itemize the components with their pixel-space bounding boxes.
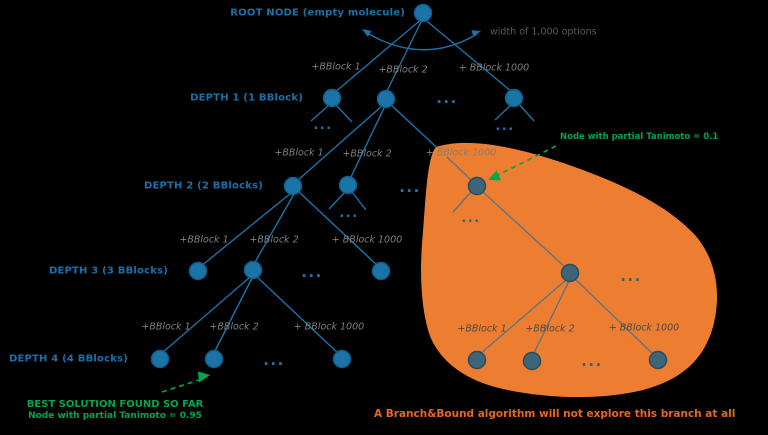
- edge-label: + BBlock 1000: [608, 322, 680, 334]
- pruning-note: A Branch&Bound algorithm will not explor…: [374, 408, 736, 420]
- tree-nodes: [150, 3, 668, 371]
- edge-label: +BBlock 2: [525, 323, 575, 335]
- tree-edge: [479, 279, 567, 355]
- tree-edges-pruned: [446, 156, 655, 356]
- ellipsis: ...: [436, 89, 458, 107]
- tree-node: [283, 176, 303, 196]
- tree-edge: [532, 280, 570, 356]
- tree-edge: [256, 276, 341, 356]
- tree-node: [376, 89, 396, 109]
- ellipsis: ...: [495, 119, 515, 134]
- edge-label: +BBlock 2: [209, 321, 259, 333]
- edge-label: +BBlock 2: [249, 234, 299, 246]
- tree-node: [338, 175, 358, 195]
- tree-node-best-solution: [204, 349, 224, 369]
- tree-node-pruned: [467, 350, 487, 370]
- green-dashed-line: [497, 145, 557, 176]
- tree-edge: [351, 191, 367, 211]
- tree-edge: [333, 17, 424, 94]
- depth-4-label: DEPTH 4 (4 BBlocks): [8, 353, 128, 365]
- ellipsis: ...: [399, 178, 421, 196]
- tree-edge: [161, 276, 251, 354]
- edge-label: +BBlock 1: [179, 234, 229, 246]
- tree-node: [504, 88, 524, 108]
- edge-label: + BBlock 1000: [425, 147, 497, 159]
- tree-edge: [518, 103, 535, 122]
- ellipsis: ...: [301, 263, 323, 281]
- tree-edge: [335, 104, 353, 123]
- edge-label: +BBlock 1: [311, 61, 361, 73]
- edge-label: +BBlock 1: [141, 321, 191, 333]
- edge-label: +BBlock 2: [378, 64, 428, 76]
- root-node-label: ROOT NODE (empty molecule): [230, 7, 405, 19]
- width-arrow-arc: [366, 32, 478, 51]
- pruned-node-annotation: Node with partial Tanimoto = 0.1: [560, 132, 719, 142]
- tree-edge: [494, 103, 513, 121]
- ellipsis: ...: [620, 267, 642, 285]
- root-node: [413, 3, 433, 23]
- tree-edge: [452, 191, 472, 213]
- tree-node-pruned: [467, 176, 487, 196]
- tree-node: [188, 261, 208, 281]
- depth-3-label: DEPTH 3 (3 BBlocks): [48, 265, 168, 277]
- depth-2-label: DEPTH 2 (2 BBlocks): [143, 180, 263, 192]
- ellipsis: ...: [313, 118, 333, 133]
- tree-edge: [386, 17, 424, 92]
- tree-edge: [349, 105, 386, 180]
- edge-label: +BBlock 1: [274, 147, 324, 159]
- annotation-arrow-best-solution: [161, 371, 210, 393]
- tree-node-pruned: [648, 350, 668, 370]
- tree-edge: [328, 191, 346, 210]
- width-options-label: width of 1,000 options: [490, 26, 597, 38]
- edge-label: +BBlock 1: [457, 323, 507, 335]
- edge-label: +BBlock 2: [342, 148, 392, 160]
- green-arrow-head-icon: [488, 170, 501, 181]
- tree-edge: [298, 191, 380, 268]
- tree-edge: [214, 277, 253, 352]
- tree-edge: [199, 192, 292, 268]
- tree-edge: [446, 156, 473, 182]
- tree-edge: [574, 278, 655, 356]
- depth-1-label: DEPTH 1 (1 BBlock): [190, 92, 303, 104]
- width-arrow: [362, 29, 481, 51]
- ellipsis: ...: [461, 211, 481, 226]
- tree-edge: [482, 191, 566, 268]
- green-dashed-line: [161, 379, 200, 393]
- tree-edge: [296, 104, 384, 182]
- tree-node: [332, 349, 352, 369]
- tree-node-pruned: [522, 351, 542, 371]
- green-arrow-head-icon: [198, 371, 210, 383]
- edge-label: + BBlock 1000: [293, 321, 365, 333]
- tree-edge: [253, 193, 295, 265]
- edge-label: + BBlock 1000: [331, 234, 403, 246]
- ellipsis: ...: [339, 206, 359, 221]
- tree-node: [322, 88, 342, 108]
- tree-node: [150, 349, 170, 369]
- tree-edge: [422, 17, 513, 93]
- tree-edges-blue: [161, 17, 535, 356]
- tree-node-pruned: [560, 263, 580, 283]
- tree-node: [371, 261, 391, 281]
- tree-node: [243, 260, 263, 280]
- edge-label: + BBlock 1000: [458, 62, 530, 74]
- annotation-arrow-pruned-node: [488, 145, 557, 181]
- tree-edge: [310, 104, 330, 122]
- ellipsis: ...: [581, 352, 603, 370]
- ellipsis: ...: [263, 351, 285, 369]
- best-solution-subtitle: Node with partial Tanimoto = 0.95: [28, 411, 202, 421]
- best-solution-title: BEST SOLUTION FOUND SO FAR: [26, 399, 204, 410]
- best-solution-annotation: BEST SOLUTION FOUND SO FAR Node with par…: [22, 399, 208, 421]
- arrow-head-right-icon: [471, 30, 481, 37]
- arrow-head-left-icon: [362, 29, 372, 37]
